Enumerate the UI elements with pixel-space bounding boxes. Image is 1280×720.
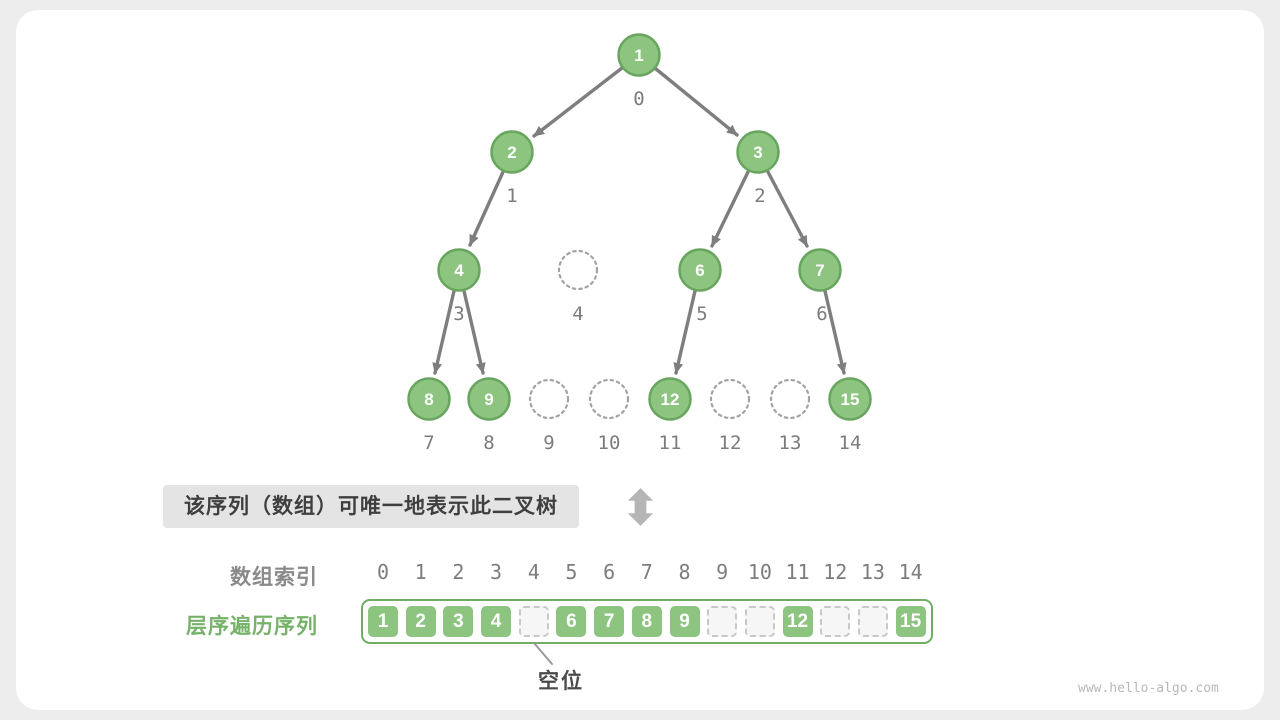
tree-edge — [432, 289, 456, 375]
empty-slot-connector-line — [533, 642, 553, 665]
tree-empty-node — [528, 378, 570, 420]
tree-node-index-label: 1 — [506, 185, 517, 207]
tree-node-index-label: 6 — [816, 303, 827, 325]
tree-node-index-label: 12 — [719, 432, 742, 454]
array-index: 13 — [860, 560, 885, 584]
tree-edge — [654, 67, 739, 137]
array-cell: 7 — [594, 606, 625, 637]
array-index-row-label: 数组索引 — [230, 566, 318, 589]
array-index: 14 — [898, 560, 923, 584]
tree-edge — [673, 289, 697, 375]
tree-node — [736, 130, 780, 174]
array-index: 7 — [640, 560, 653, 584]
caption-box: 该序列（数组）可唯一地表示此二叉树 — [163, 485, 579, 528]
up-down-arrow-icon — [627, 488, 654, 526]
array-cell: 4 — [481, 606, 512, 637]
tree-node-value: 12 — [661, 390, 680, 409]
array-index: 3 — [490, 560, 503, 584]
tree-node-index-label: 5 — [696, 303, 707, 325]
array-index: 9 — [716, 560, 729, 584]
tree-node — [678, 248, 722, 292]
array-index: 11 — [785, 560, 810, 584]
tree-node-value: 7 — [815, 261, 824, 280]
watermark: www.hello-algo.com — [1078, 681, 1219, 696]
tree-node — [407, 377, 451, 421]
tree-empty-node — [588, 378, 630, 420]
array-index: 6 — [603, 560, 616, 584]
array-index: 8 — [678, 560, 691, 584]
array-index: 2 — [452, 560, 465, 584]
tree-node-index-label: 11 — [659, 432, 682, 454]
array-index: 10 — [747, 560, 772, 584]
tree-node-index-label: 13 — [779, 432, 802, 454]
array-cell: 12 — [782, 606, 813, 637]
array-cell: 6 — [556, 606, 587, 637]
tree-node-index-label: 10 — [598, 432, 621, 454]
tree-node-value: 6 — [695, 261, 704, 280]
array-cell-empty — [857, 606, 888, 637]
tree-node-index-label: 2 — [754, 185, 765, 207]
tree-node — [617, 33, 661, 77]
tree-empty-node — [769, 378, 811, 420]
array-cell-empty — [744, 606, 775, 637]
tree-node — [467, 377, 511, 421]
array-cell-empty — [518, 606, 549, 637]
tree-edge — [462, 289, 486, 375]
tree-node-index-label: 0 — [633, 88, 644, 110]
tree-node-value: 3 — [753, 143, 762, 162]
empty-slot-label: 空位 — [538, 670, 584, 693]
tree-edge — [468, 170, 505, 247]
tree-node-value: 9 — [484, 390, 493, 409]
tree-edge — [532, 66, 624, 138]
array-cell: 8 — [631, 606, 662, 637]
tree-node-index-label: 3 — [453, 303, 464, 325]
array-cell: 9 — [669, 606, 700, 637]
tree-node-index-label: 8 — [483, 432, 494, 454]
tree-node — [648, 377, 692, 421]
array-index: 12 — [823, 560, 848, 584]
tree-node-value: 4 — [454, 261, 464, 280]
diagram-card — [16, 10, 1264, 710]
tree-edge — [766, 170, 809, 248]
tree-node-index-label: 4 — [572, 303, 583, 325]
array-index: 0 — [376, 560, 390, 584]
tree-node-value: 1 — [634, 46, 643, 65]
tree-node-value: 15 — [841, 390, 860, 409]
array-cell: 3 — [443, 606, 474, 637]
tree-node — [798, 248, 842, 292]
level-order-array: 1 2 3 4 6 7 8 9 12 15 — [361, 599, 933, 644]
array-cell-empty — [820, 606, 851, 637]
array-cell: 2 — [405, 606, 436, 637]
tree-node-index-label: 7 — [423, 432, 434, 454]
tree-node — [437, 248, 481, 292]
array-cell: 15 — [895, 606, 926, 637]
tree-node-index-label: 9 — [543, 432, 554, 454]
array-index: 1 — [414, 560, 427, 584]
sequence-row-label: 层序遍历序列 — [186, 615, 318, 638]
tree-node-index-label: 14 — [839, 432, 862, 454]
tree-node — [490, 130, 534, 174]
array-index: 4 — [527, 560, 540, 584]
binary-tree-diagram: 1 2 3 4 6 7 8 9 12 15 0 1 2 3 4 5 6 7 8 … — [407, 33, 872, 454]
tree-node-value: 2 — [507, 143, 516, 162]
array-cell-empty — [707, 606, 738, 637]
tree-edge — [823, 289, 847, 375]
tree-node-value: 8 — [424, 390, 433, 409]
array-cell: 1 — [368, 606, 398, 637]
array-index-row: 0 1 2 3 4 5 6 7 8 9 10 11 12 13 14 — [368, 560, 926, 584]
tree-empty-node — [557, 249, 599, 291]
tree-empty-node — [709, 378, 751, 420]
tree-edge — [710, 170, 750, 248]
array-index: 5 — [565, 560, 578, 584]
tree-node — [828, 377, 872, 421]
